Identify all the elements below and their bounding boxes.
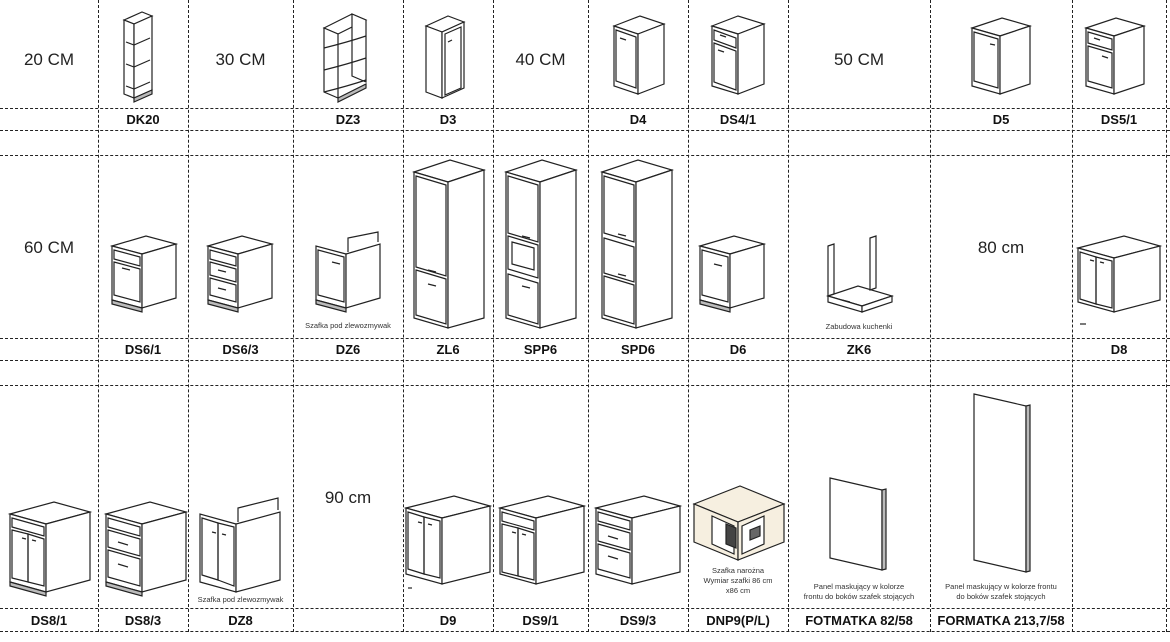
size-label-40: 40 CM (515, 50, 566, 69)
caption-line: Wymiar szafki 86 cm (703, 576, 773, 585)
size-label-20: 20 CM (23, 50, 75, 69)
grid-line (0, 338, 1170, 339)
product-code: D9 (439, 612, 457, 628)
grid-line (0, 360, 1170, 361)
caption-zk6: Zabudowa kuchenki (825, 322, 893, 331)
product-code: D6 (729, 341, 747, 357)
cabinet-dz6-image (312, 231, 384, 319)
caption-line: Szafka narożna (711, 566, 765, 575)
size-label-30: 30 CM (215, 50, 266, 69)
product-code: D5 (992, 111, 1010, 127)
product-code: FOTMATKA 82/58 (805, 612, 913, 628)
cabinet-dk20-image (118, 10, 158, 107)
cabinet-zk6-image (822, 235, 896, 323)
product-code: ZK6 (846, 341, 872, 357)
cabinet-dz8-image (196, 497, 284, 599)
product-code: DK20 (126, 111, 160, 127)
grid-line (0, 631, 1170, 632)
grid-line (0, 385, 1170, 386)
size-label-80: 80 cm (977, 238, 1025, 257)
grid-line (588, 0, 589, 632)
cabinet-dz3-image (318, 12, 376, 107)
panel-fotmatka-image (826, 474, 890, 579)
caption-line: x86 cm (725, 586, 751, 595)
grid-line (493, 0, 494, 632)
product-code: DS6/1 (124, 341, 162, 357)
caption-line: Panel maskujący w kolorze (813, 582, 905, 591)
product-code: D3 (439, 111, 457, 127)
grid-line (0, 130, 1170, 131)
product-code: DS9/3 (619, 612, 657, 628)
grid-line (930, 0, 931, 632)
product-code: DS8/1 (30, 612, 68, 628)
product-code: DNP9(P/L) (706, 612, 770, 628)
product-code: D4 (629, 111, 647, 127)
grid-line (0, 608, 1170, 609)
cabinet-ds8-3-image (102, 498, 190, 603)
cabinet-ds6-1-image (108, 232, 180, 319)
cabinet-ds9-1-image (497, 492, 587, 597)
panel-formatka-image (970, 392, 1034, 579)
product-code: DZ6 (335, 341, 361, 357)
product-code: SPD6 (621, 341, 655, 357)
product-code: DS8/3 (124, 612, 162, 628)
caption-panel-tall: Panel maskujący w kolorze frontu do bokó… (930, 582, 1072, 602)
caption-dz6: Szafka pod zlewozmywak (305, 321, 391, 330)
cabinet-d6-image (696, 232, 768, 319)
product-code: DZ8 (228, 612, 253, 628)
cabinet-d3-image (420, 12, 470, 107)
cabinet-d5-image (968, 14, 1034, 105)
product-code: DS5/1 (1100, 111, 1138, 127)
grid-line (98, 0, 99, 632)
product-code: D8 (1110, 341, 1128, 357)
grid-line (1166, 0, 1167, 632)
grid-line (403, 0, 404, 632)
cabinet-zl6-image (410, 158, 488, 339)
size-label-90: 90 cm (324, 488, 372, 507)
product-code: DZ3 (335, 111, 361, 127)
product-code: ZL6 (436, 341, 460, 357)
product-code: SPP6 (523, 341, 558, 357)
grid-line (788, 0, 789, 632)
size-label-60: 60 CM (23, 238, 75, 257)
cabinet-ds9-3-image (593, 492, 683, 597)
cabinet-spd6-image (598, 158, 676, 339)
caption-line: frontu do boków szafek stojących (803, 592, 915, 601)
cabinet-ds4-1-image (708, 12, 770, 107)
caption-line: do boków szafek stojących (956, 592, 1046, 601)
grid-line (0, 155, 1170, 156)
grid-line (0, 108, 1170, 109)
cabinet-ds8-1-image (6, 498, 94, 603)
cabinet-dnp9-image (690, 484, 786, 569)
size-label-50: 50 CM (833, 50, 885, 69)
grid-line (1072, 0, 1073, 632)
product-code: DS9/1 (522, 612, 559, 628)
cabinet-ds5-1-image (1082, 14, 1148, 105)
product-code: DS6/3 (222, 341, 259, 357)
cabinet-ds6-3-image (204, 232, 276, 319)
cabinet-spp6-image (502, 158, 580, 339)
grid-line (293, 0, 294, 632)
caption-dnp9: Szafka narożna Wymiar szafki 86 cm x86 c… (688, 566, 788, 596)
grid-line (188, 0, 189, 632)
grid-line (688, 0, 689, 632)
cabinet-d8-image (1074, 232, 1164, 333)
cabinet-d4-image (610, 12, 670, 107)
caption-dz8: Szafka pod zlewozmywak (197, 595, 284, 604)
caption-line: Panel maskujący w kolorze frontu (945, 582, 1057, 591)
caption-panel: Panel maskujący w kolorze frontu do bokó… (788, 582, 930, 602)
cabinet-d9-image (403, 492, 493, 597)
product-code: DS4/1 (719, 111, 757, 127)
product-code: FORMATKA 213,7/58 (937, 612, 1065, 628)
